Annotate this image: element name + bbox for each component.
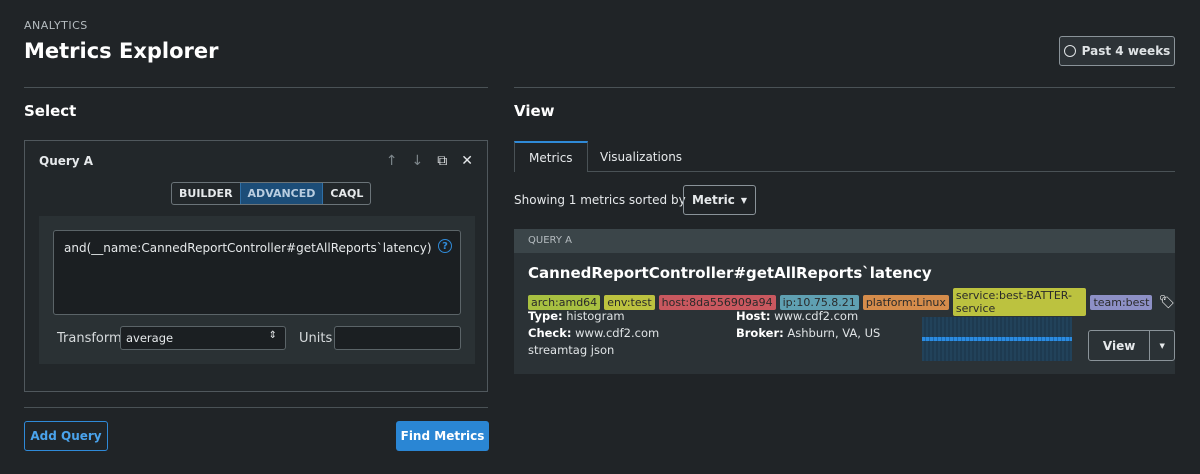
page-title: Metrics Explorer: [24, 39, 219, 63]
check-value: www.cdf2.com streamtag json: [528, 326, 660, 357]
units-label: Units: [299, 331, 333, 346]
query-panel: Query A ↑ ↓ ⧉ ✕ BUILDER ADVANCED CAQL an…: [24, 140, 488, 392]
sort-value: Metric: [691, 193, 735, 207]
metric-name[interactable]: CannedReportController#getAllReports`lat…: [528, 264, 932, 282]
tabs-divider: [514, 171, 1175, 172]
arrow-up-icon[interactable]: ↑: [385, 153, 398, 169]
tag[interactable]: platform:Linux: [862, 294, 949, 310]
tag[interactable]: ip:10.75.8.21: [779, 294, 859, 310]
view-button-group: View ▼: [1088, 330, 1175, 361]
tag[interactable]: service:best-BATTER-service: [952, 288, 1087, 316]
tab-visualizations[interactable]: Visualizations: [600, 149, 683, 164]
host-value: www.cdf2.com: [774, 309, 859, 323]
broker-label: Broker:: [736, 326, 784, 340]
view-button[interactable]: View: [1089, 331, 1151, 360]
view-heading: View: [514, 102, 555, 120]
tag[interactable]: team:best: [1090, 294, 1153, 310]
view-dropdown-caret-icon[interactable]: ▼: [1159, 341, 1165, 350]
add-query-button[interactable]: Add Query: [24, 421, 108, 451]
divider: [514, 87, 1175, 88]
divider: [24, 407, 488, 408]
showing-text: Showing 1 metrics sorted by: [514, 193, 686, 207]
host-label: Host:: [736, 309, 771, 323]
time-range-label: Past 4 weeks: [1081, 44, 1171, 58]
select-arrows-icon: ⇕: [268, 330, 277, 341]
broker-value: Ashburn, VA, US: [787, 326, 881, 340]
tag[interactable]: env:test: [604, 294, 655, 310]
check-label: Check:: [528, 326, 572, 340]
divider: [24, 87, 488, 88]
metric-card: QUERY A CannedReportController#getAllRep…: [514, 229, 1175, 374]
duplicate-icon[interactable]: ⧉: [437, 153, 448, 169]
mode-caql[interactable]: CAQL: [330, 187, 364, 200]
transform-select[interactable]: average ⇕: [120, 326, 286, 350]
query-textarea[interactable]: and(__name:CannedReportController#getAll…: [53, 230, 461, 315]
query-title: Query A: [39, 154, 94, 168]
units-input[interactable]: [334, 326, 461, 350]
mode-builder[interactable]: BUILDER: [179, 187, 233, 200]
transform-label: Transform: [57, 331, 122, 346]
tags-icon[interactable]: 🏷: [1158, 294, 1175, 310]
help-icon[interactable]: ?: [438, 239, 452, 253]
select-heading: Select: [24, 102, 77, 120]
sort-dropdown[interactable]: Metric ▼: [683, 185, 756, 215]
clock-icon: [1063, 45, 1076, 57]
tag[interactable]: host:8da556909a94: [658, 294, 776, 310]
find-metrics-button[interactable]: Find Metrics: [396, 421, 489, 451]
query-editor: and(__name:CannedReportController#getAll…: [39, 216, 475, 364]
mode-toggle: BUILDER ADVANCED CAQL: [171, 182, 372, 205]
type-value: histogram: [566, 309, 625, 323]
type-label: Type:: [528, 309, 563, 323]
query-group-header: QUERY A: [514, 229, 1175, 253]
caret-down-icon: ▼: [740, 195, 748, 205]
tag[interactable]: arch:amd64: [528, 294, 601, 310]
transform-value: average: [126, 331, 174, 345]
section-eyebrow: ANALYTICS: [24, 19, 88, 32]
arrow-down-icon[interactable]: ↓: [411, 153, 424, 169]
sparkline: [922, 317, 1072, 361]
time-range-button[interactable]: Past 4 weeks: [1059, 36, 1175, 66]
mode-advanced[interactable]: ADVANCED: [239, 183, 324, 204]
close-icon[interactable]: ✕: [461, 153, 473, 169]
sparkline-series: [922, 337, 1072, 341]
query-text: and(__name:CannedReportController#getAll…: [64, 241, 432, 255]
tab-metrics[interactable]: Metrics: [514, 141, 588, 172]
